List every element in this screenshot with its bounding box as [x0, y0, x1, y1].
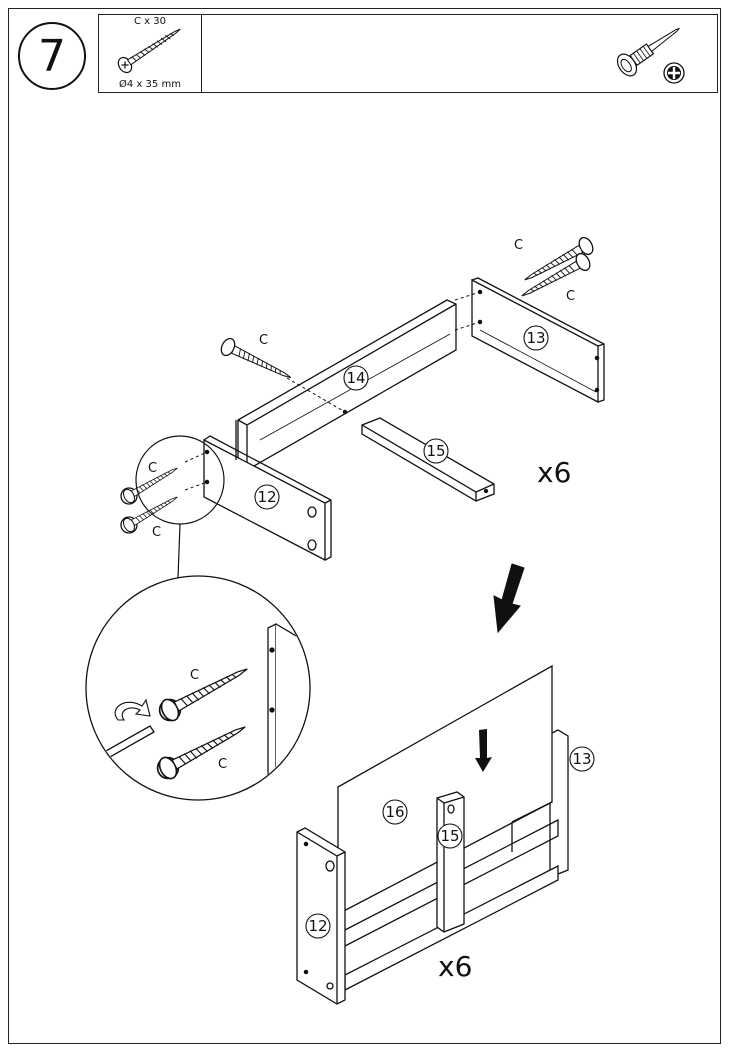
svg-text:12: 12 — [308, 917, 327, 935]
arrow-down-icon — [493, 563, 525, 634]
hardware-quantity: C x 30 — [134, 16, 166, 27]
header-box: C x 30 Ø4 x 35 mm — [98, 14, 718, 93]
part-label-15: 15 — [423, 438, 449, 464]
part-label-12: 12 — [254, 484, 280, 510]
screw-letter-c: C — [148, 461, 157, 476]
lower-assembly — [296, 664, 569, 1005]
step-number-text: 7 — [38, 30, 66, 82]
tools-area — [616, 27, 685, 84]
svg-text:12: 12 — [257, 488, 276, 506]
guide-lines — [184, 291, 481, 491]
part-label-12: 12 — [305, 913, 331, 939]
hardware-size: Ø4 x 35 mm — [119, 79, 181, 90]
screwdriver-icon — [616, 27, 680, 77]
screw-letter-c: C — [190, 668, 199, 683]
part-label-16: 16 — [382, 799, 408, 825]
screw-letter-c: C — [152, 525, 161, 540]
step-number: 7 — [18, 22, 86, 90]
upper-assembly — [203, 277, 605, 562]
screw-letter-c: C — [218, 757, 227, 772]
part-label-13: 13 — [523, 325, 549, 351]
screw-letter-c: C — [514, 238, 523, 253]
part-label-15: 15 — [437, 823, 463, 849]
phillips-head-icon — [663, 62, 685, 84]
screw-icon — [117, 28, 181, 74]
part-label-14: 14 — [343, 365, 369, 391]
arrow-down-icon — [475, 729, 492, 772]
svg-text:14: 14 — [346, 369, 365, 387]
svg-text:13: 13 — [526, 329, 545, 347]
quantity-multiplier: x6 — [438, 950, 472, 983]
page-frame — [8, 8, 721, 1044]
detail-circle: C C — [85, 575, 311, 801]
svg-text:13: 13 — [572, 750, 591, 768]
svg-text:16: 16 — [385, 803, 404, 821]
screw-letter-c: C — [259, 333, 268, 348]
quantity-multiplier: x6 — [537, 456, 571, 489]
hardware-cell: C x 30 Ø4 x 35 mm — [99, 15, 202, 92]
svg-text:15: 15 — [426, 442, 445, 460]
screw-letter-c: C — [566, 289, 575, 304]
part-label-13: 13 — [569, 746, 595, 772]
svg-text:15: 15 — [440, 827, 459, 845]
